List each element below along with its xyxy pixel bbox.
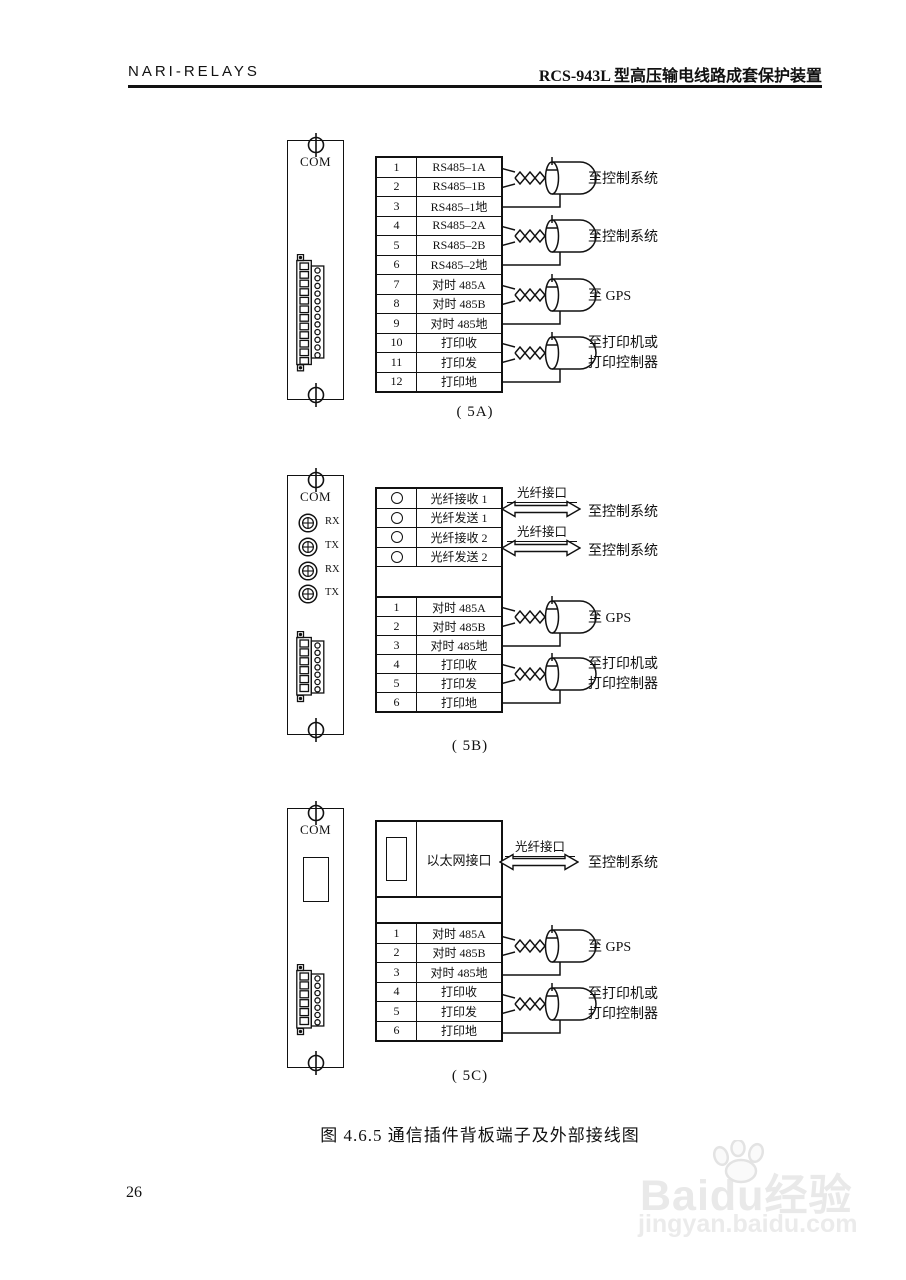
- fiber-link-arrow-icon: [499, 853, 579, 871]
- fiber-terminal-icon: [390, 511, 403, 524]
- com-board-panel-5b: COM RX TX RX TX: [287, 467, 344, 743]
- ethernet-label: 以太网接口: [426, 852, 492, 868]
- destination-label: 至 GPS: [588, 940, 632, 955]
- optical-port-icon: [298, 537, 318, 557]
- paw-print-icon: [712, 1140, 765, 1184]
- destination-label: 至 GPS: [588, 611, 632, 626]
- destination-label: 至控制系统: [588, 230, 658, 245]
- figure-caption: 图 4.6.5 通信插件背板端子及外部接线图: [320, 1126, 640, 1145]
- destination-label: 至控制系统: [588, 171, 658, 187]
- fiber-interface-label: 光纤接口: [505, 836, 575, 857]
- fiber-link-arrow-icon: [501, 539, 581, 556]
- com-board-panel-5c: COM: [287, 800, 344, 1076]
- fiber-interface-label: 光纤接口: [507, 482, 577, 503]
- panel-label-com: COM: [299, 489, 332, 504]
- destination-label: 至打印机或 打印控制器: [588, 987, 658, 1022]
- fiber-terminal-icon: [390, 492, 403, 505]
- page-number: 26: [126, 1184, 142, 1201]
- optical-port-label: RX: [325, 516, 340, 527]
- watermark-brand: Baidu经验: [640, 1172, 853, 1220]
- screw-icon: [307, 717, 325, 743]
- fiber-terminal-icon: [390, 531, 403, 544]
- optical-port-label: RX: [325, 564, 340, 575]
- optical-port-label: TX: [325, 587, 339, 598]
- ethernet-head-cell: 以太网接口: [377, 822, 501, 898]
- vendor-brand: NARI-RELAYS: [128, 63, 260, 80]
- ethernet-port-icon: [386, 837, 407, 881]
- diagram-caption-5b: ( 5B): [451, 738, 489, 754]
- optical-port-icon: [298, 513, 318, 533]
- diagram-caption-5a: ( 5A): [456, 404, 494, 420]
- table-row: 光纤发送 1: [377, 508, 501, 528]
- terminal-connector-icon: [296, 631, 325, 703]
- panel-label-com: COM: [299, 822, 332, 837]
- optical-port-icon: [298, 584, 318, 604]
- table-row: 光纤接收 2: [377, 528, 501, 548]
- table-spacer: [377, 567, 501, 598]
- destination-label: 至控制系统: [588, 505, 658, 520]
- table-spacer: [377, 898, 501, 924]
- destination-label: 至控制系统: [588, 856, 658, 871]
- panel-label-com: COM: [299, 154, 332, 169]
- header-rule: [128, 85, 822, 88]
- terminal-connector-icon: [296, 254, 325, 372]
- diagram-caption-5c: ( 5C): [451, 1068, 489, 1084]
- table-row: 光纤发送 2: [377, 547, 501, 567]
- destination-label: 至 GPS: [588, 288, 632, 304]
- document-title: RCS-943L 型高压输电线路成套保护装置: [538, 68, 822, 85]
- fiber-interface-label: 光纤接口: [507, 521, 577, 542]
- ethernet-port-icon: [303, 857, 329, 902]
- screw-icon: [307, 1050, 325, 1076]
- destination-label: 至打印机或 打印控制器: [588, 657, 658, 692]
- optical-port-icon: [298, 561, 318, 581]
- com-board-panel-5a: COM: [287, 132, 344, 408]
- optical-port-label: TX: [325, 540, 339, 551]
- fiber-link-arrow-icon: [501, 500, 581, 517]
- destination-label: 至打印机或 打印控制器: [588, 336, 658, 371]
- terminal-connector-icon: [296, 964, 325, 1036]
- watermark-url: jingyan.baidu.com: [638, 1210, 858, 1238]
- destination-label: 至控制系统: [588, 544, 658, 559]
- fiber-terminal-icon: [390, 550, 403, 563]
- table-row: 光纤接收 1: [377, 489, 501, 509]
- screw-icon: [307, 382, 325, 408]
